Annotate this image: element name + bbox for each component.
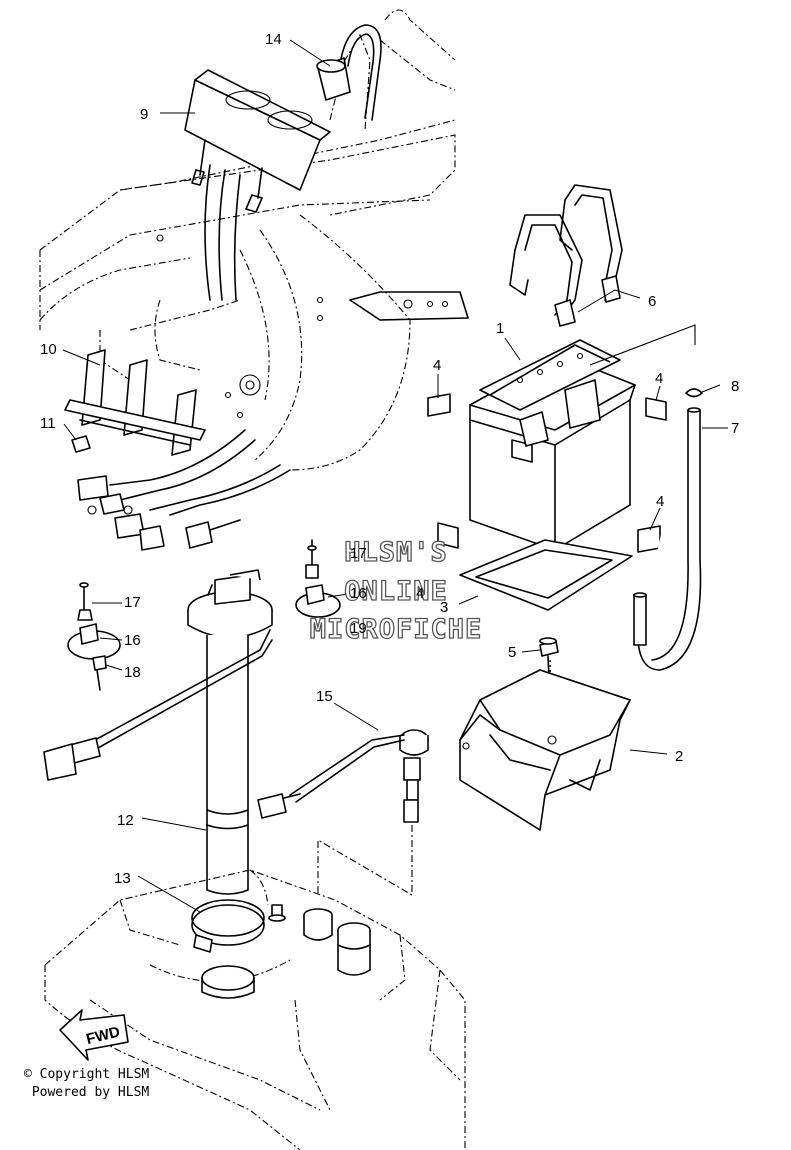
wire-harness — [77, 429, 291, 551]
callout-5: 5 — [508, 644, 516, 661]
bracket-10 — [64, 349, 206, 456]
callouts: 14 9 10 11 1 6 4 4 8 7 4 4 3 5 2 17 16 1… — [40, 31, 739, 887]
callout-14: 14 — [265, 31, 282, 48]
battery-1 — [469, 324, 696, 551]
callout-19: 19 — [350, 620, 367, 637]
callout-13: 13 — [114, 870, 131, 887]
watermark: HLSM'S ONLINE MICROFICHE — [309, 536, 483, 645]
powered-by-line: Powered by HLSM — [24, 1085, 150, 1100]
callout-2: 2 — [675, 748, 683, 765]
callout-17-left: 17 — [124, 594, 141, 611]
mat-3 — [459, 539, 633, 611]
callout-6: 6 — [648, 293, 656, 310]
pad-4 — [427, 393, 667, 553]
battery-box-2 — [459, 669, 631, 831]
clamp-group-center — [295, 539, 341, 618]
callout-11: 11 — [40, 415, 56, 432]
callout-12: 12 — [117, 812, 134, 829]
clip-8 — [685, 388, 703, 398]
callout-17-center: 17 — [350, 545, 367, 562]
vehicle-frame — [39, 9, 469, 471]
callout-3: 3 — [440, 599, 448, 616]
fwd-arrow-icon: FWD — [59, 1009, 129, 1061]
battery-strap-6 — [509, 184, 623, 327]
hose-clamp-13 — [191, 899, 265, 999]
callout-16-left: 16 — [124, 632, 141, 649]
clip-11 — [71, 435, 91, 453]
callout-4-d: 4 — [416, 585, 424, 602]
callout-8: 8 — [731, 378, 739, 395]
callout-4-b: 4 — [655, 370, 663, 387]
callout-7: 7 — [731, 420, 739, 437]
breather-hose-7 — [633, 407, 702, 671]
copyright-line: © Copyright HLSM — [24, 1067, 150, 1082]
callout-15: 15 — [316, 688, 333, 705]
plug-14 — [316, 24, 382, 121]
fuel-sender-12 — [43, 569, 273, 895]
callout-4-c: 4 — [656, 493, 664, 510]
watermark-line1: HLSM'S — [344, 537, 448, 568]
callout-9: 9 — [140, 106, 148, 123]
callout-16-center: 16 — [350, 585, 367, 602]
tank-fittings — [268, 904, 371, 976]
leader-lines — [62, 39, 728, 913]
callout-4-a: 4 — [433, 357, 441, 374]
sensor-15 — [257, 729, 429, 896]
callout-1: 1 — [496, 320, 504, 337]
callout-18: 18 — [124, 664, 141, 681]
callout-10: 10 — [40, 341, 57, 358]
watermark-line3: MICROFICHE — [310, 614, 483, 645]
clamp-group-left — [67, 582, 121, 691]
display-unit-9 — [184, 69, 331, 301]
watermark-line2: ONLINE — [344, 576, 448, 607]
